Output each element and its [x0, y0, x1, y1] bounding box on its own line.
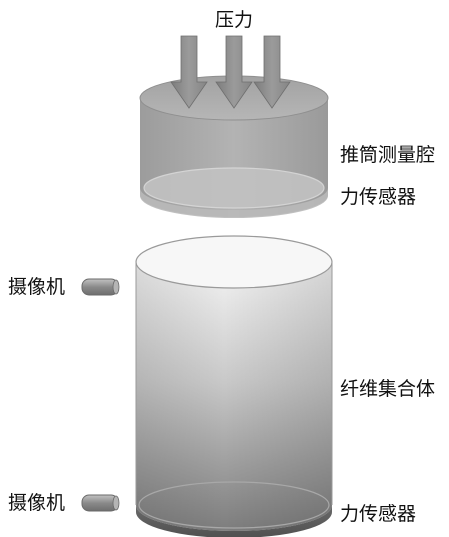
fiber-cylinder-outline: [135, 262, 333, 505]
fiber-assembly-label: 纤维集合体: [340, 378, 436, 400]
force-sensor-bottom-band: [136, 505, 332, 537]
pressure-arrow-icon: [253, 35, 291, 109]
camera-bottom-device: [81, 494, 120, 512]
camera-top-label: 摄像机: [8, 276, 66, 298]
pressure-arrow-icon: [215, 35, 253, 109]
force-sensor-top-band: [140, 188, 328, 218]
fiber-assembly-cylinder: [135, 235, 333, 531]
camera-top-lens: [112, 279, 120, 295]
fiber-cylinder-shading: [136, 262, 332, 531]
push-chamber-label: 推筒测量腔: [340, 144, 436, 166]
pressure-label: 压力: [215, 9, 254, 31]
force-sensor-bottom-label: 力传感器: [340, 503, 417, 525]
pressure-arrow-icon: [170, 35, 208, 109]
camera-bottom-label: 摄像机: [8, 492, 66, 514]
force-sensor-top-label: 力传感器: [340, 186, 417, 208]
force-sensor-bottom: [136, 481, 332, 537]
force-sensor-top-disk: [143, 167, 325, 209]
fiber-cylinder-top-face: [135, 235, 333, 289]
camera-bottom-lens: [112, 495, 120, 511]
force-sensor-top: [140, 167, 328, 218]
pressure-arrows: [170, 35, 291, 109]
force-sensor-bottom-disk: [138, 481, 330, 529]
camera-top-device: [81, 278, 120, 296]
